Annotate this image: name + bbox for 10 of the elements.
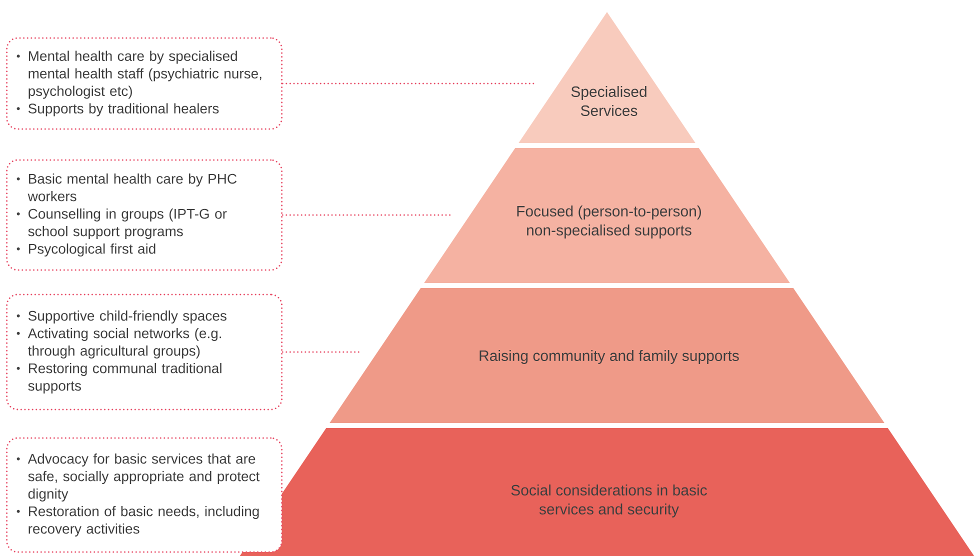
leader-line bbox=[282, 351, 362, 353]
bullet-list-box: Mental health care by specialised mental health staff (psychiatric nurse, psychologist etc) Supports by traditional healers bbox=[6, 37, 283, 130]
leader-line bbox=[282, 214, 453, 216]
bullet-list-box: Supportive child-friendly spaces Activating social networks (e.g. through agricultural groups) Restoring communal traditional supports bbox=[6, 294, 283, 410]
bullet-list-box: Advocacy for basic services that are safe, socially appropriate and protect dignity Restoration of basic needs, including recovery activities bbox=[6, 437, 283, 553]
bullet-list-box: Basic mental health care by PHC workers Counselling in groups (IPT-G or school support programs Psycological first aid bbox=[6, 159, 283, 271]
pyramid-layer: Raising community and family supports bbox=[330, 288, 884, 423]
leader-line bbox=[282, 82, 535, 84]
pyramid-layer: Specialised Services bbox=[518, 12, 696, 143]
pyramid-layer: Focused (person-to-person) non-specialised supports bbox=[424, 148, 790, 283]
